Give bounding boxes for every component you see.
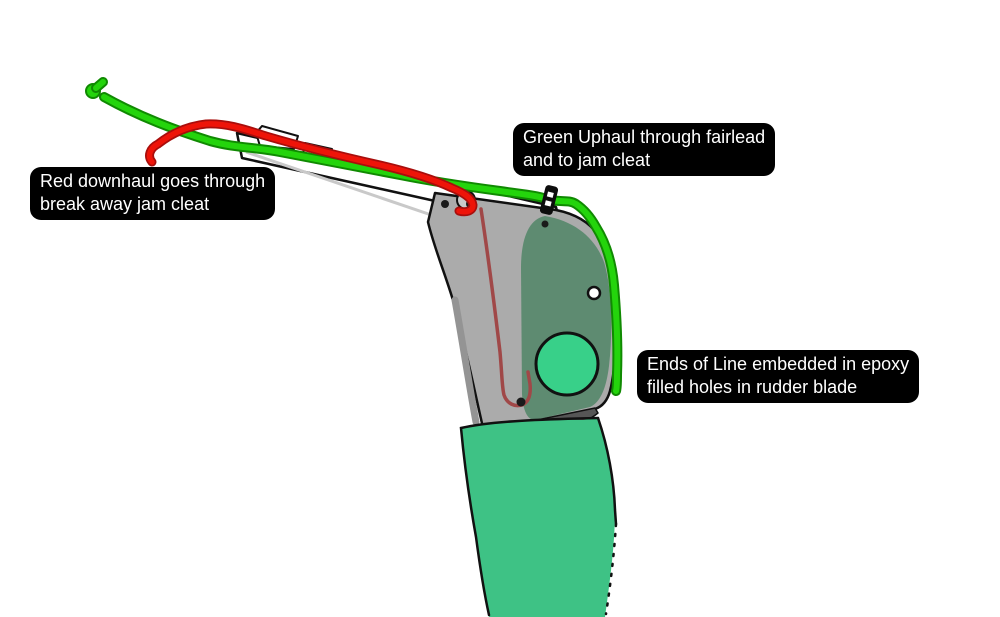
tiller-shading bbox=[245, 150, 453, 224]
annotation-downhaul-line1: Red downhaul goes through bbox=[40, 171, 266, 191]
bolt bbox=[541, 220, 549, 228]
downhaul-line bbox=[145, 119, 478, 217]
blade-outline bbox=[459, 416, 600, 617]
bolt bbox=[441, 200, 449, 208]
downhaul-thin-line bbox=[479, 207, 532, 408]
annotation-uphaul: Green Uphaul through fairlead and to jam… bbox=[513, 123, 776, 176]
annotation-line-ends-line2: filled holes in rudder blade bbox=[647, 377, 858, 397]
line-anchor-pin bbox=[516, 397, 526, 407]
uphaul-core bbox=[101, 94, 621, 394]
fairlead-body bbox=[539, 185, 559, 215]
cheek-shading bbox=[451, 296, 480, 426]
annotation-uphaul-line1: Green Uphaul through fairlead bbox=[523, 127, 766, 147]
epoxy-filled-hole bbox=[534, 331, 600, 397]
downhaul-inside-head bbox=[479, 207, 532, 408]
blade-body bbox=[461, 418, 615, 617]
blade-right-edge bbox=[596, 416, 618, 526]
blade-right-edge-dashed bbox=[604, 522, 618, 616]
annotation-uphaul-line2: and to jam cleat bbox=[523, 150, 651, 170]
pivot-bolt bbox=[586, 285, 602, 301]
annotation-downhaul: Red downhaul goes through break away jam… bbox=[30, 167, 276, 220]
uphaul-line bbox=[85, 77, 623, 396]
annotation-line-ends: Ends of Line embedded in epoxy filled ho… bbox=[637, 350, 920, 403]
head-fairlead bbox=[539, 185, 559, 215]
annotation-downhaul-line2: break away jam cleat bbox=[40, 194, 210, 214]
downhaul-core bbox=[146, 121, 476, 215]
annotation-line-ends-line1: Ends of Line embedded in epoxy bbox=[647, 354, 910, 374]
uphaul-knot bbox=[85, 77, 108, 99]
rudder-head bbox=[426, 190, 618, 443]
rudder-blade bbox=[459, 416, 618, 617]
